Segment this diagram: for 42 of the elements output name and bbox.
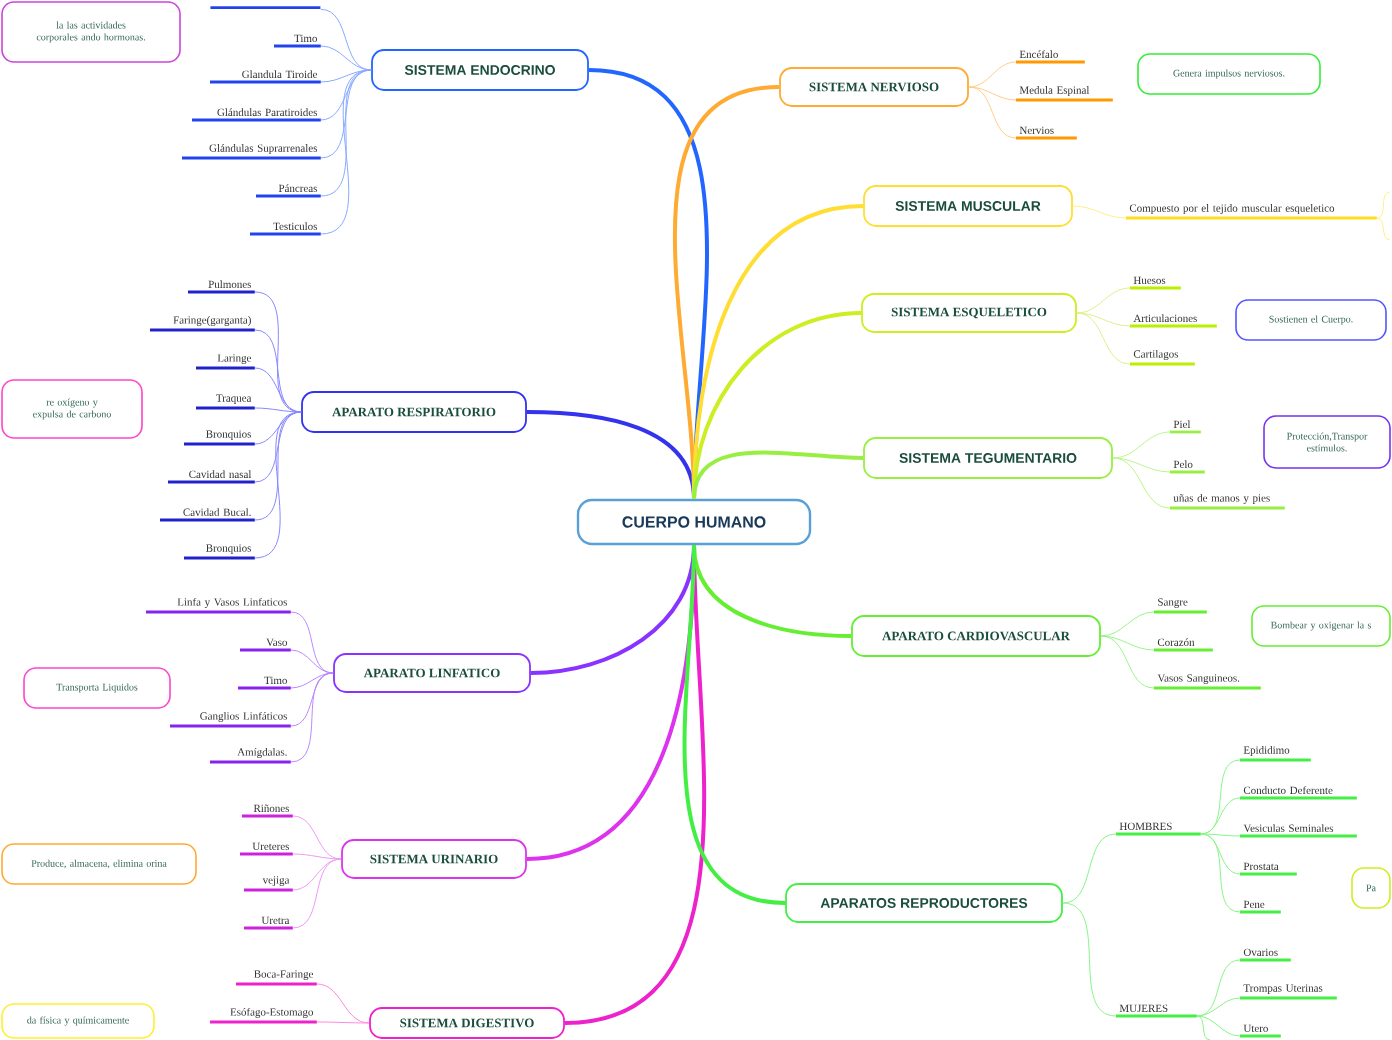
connector-line [1112,431,1171,459]
connector-line [1062,902,1117,1017]
connector-line [1062,833,1117,904]
connector-line [316,1021,370,1024]
connector-line [1100,635,1155,689]
connector-line [1200,833,1241,913]
connector-line [1072,205,1127,219]
connector-line [292,853,342,860]
connector-line [320,69,372,121]
connector-line [290,611,334,674]
connector-line [290,672,334,763]
underline-bar [210,6,321,9]
connector-line [292,815,342,860]
connector-line [682,545,786,905]
connector-line [254,407,302,413]
connector-line [316,983,370,1024]
connector-line [968,86,1017,139]
connector-line [254,367,302,413]
connector-line [1076,312,1131,365]
connector-line [320,8,372,71]
connector-line [320,69,372,235]
connector-line [1376,217,1391,241]
connector-line [1196,1015,1211,1040]
connector-line [1100,611,1155,637]
connector-line [292,858,342,929]
connector-line [1376,191,1391,219]
connector-line [1076,287,1131,314]
connector-line [1196,1015,1241,1037]
connector-line [290,672,334,727]
connector-line [1200,797,1241,835]
connector-line [1112,457,1171,509]
connector-line [1196,997,1241,1017]
connector-line [1200,833,1241,837]
connector-line [292,858,342,891]
connector-line [320,45,372,71]
connector-line [1196,959,1241,1017]
connector-line [968,86,1017,101]
connector-line [254,411,302,483]
connector-line [968,61,1017,88]
connector-line [254,411,302,559]
connector-line [290,649,334,674]
connector-line [692,450,864,500]
